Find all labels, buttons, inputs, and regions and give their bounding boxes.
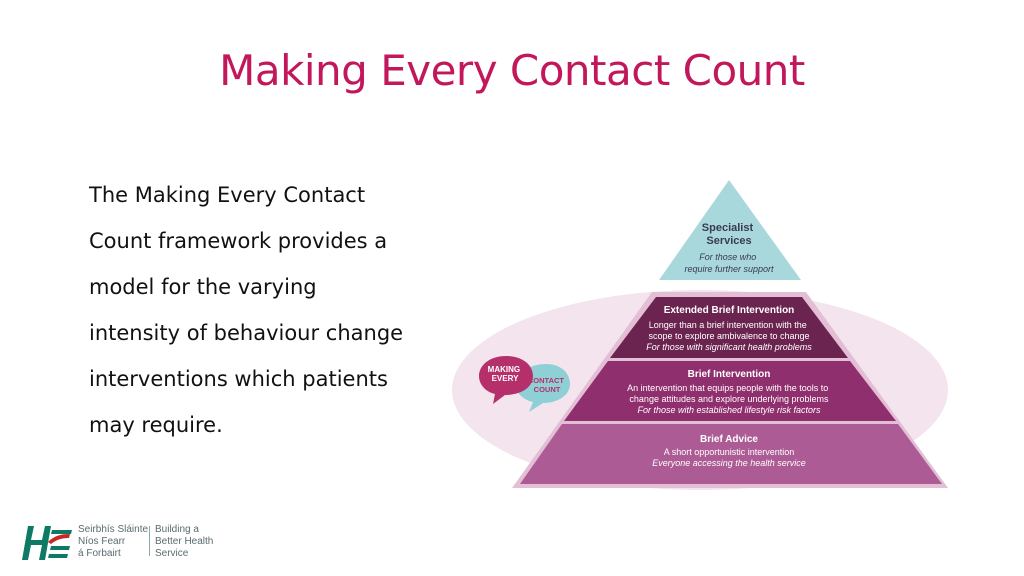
bubble-left-text: EVERY: [492, 374, 519, 383]
brief-intervention-desc: change attitudes and explore underlying …: [629, 394, 829, 404]
svg-text:MAKING EVERY: MAKING EVERY: [488, 365, 523, 383]
tagline-line: Building a: [155, 524, 199, 535]
org-tagline: Building a Better Health Service: [155, 524, 213, 560]
mecc-bubbles-logo: MAKING EVERY CONTACT COUNT: [479, 356, 570, 412]
hse-logo-icon: [22, 526, 72, 560]
pyramid-level-specialist: [659, 180, 801, 280]
brief-intervention-note: For those with established lifestyle ris…: [637, 405, 821, 415]
org-name-irish: Seirbhís Sláinte Níos Fearr á Forbairt: [78, 524, 148, 560]
specialist-desc: For those who: [699, 252, 756, 262]
brief-intervention-title: Brief Intervention: [688, 369, 771, 380]
specialist-title: Services: [706, 235, 751, 247]
svg-text:Specialist Services: Specialist Services: [702, 222, 756, 247]
svg-text:For those who require furt: For those who require further support: [684, 252, 774, 274]
extended-desc: Longer than a brief intervention with th…: [649, 320, 807, 330]
body-line: may require.: [89, 413, 223, 437]
slide-title: Making Every Contact Count: [219, 46, 805, 95]
speech-bubble-left: [479, 356, 533, 404]
org-line: Seirbhís Sláinte: [78, 524, 149, 535]
body-line: intensity of behaviour change: [89, 321, 404, 345]
tagline-line: Service: [155, 548, 189, 559]
pyramid-level-extended: [610, 297, 848, 358]
bubble-left-text: MAKING: [488, 365, 520, 374]
body-line: interventions which patients: [89, 367, 388, 391]
body-line: Count framework provides a: [89, 229, 388, 253]
org-line: Níos Fearr: [78, 536, 126, 547]
pyramid-level-brief-intervention: [564, 361, 896, 421]
org-line: á Forbairt: [78, 548, 121, 559]
extended-title: Extended Brief Intervention: [664, 305, 795, 316]
body-line: The Making Every Contact: [89, 183, 366, 207]
brief-advice-desc: A short opportunistic intervention: [664, 447, 795, 457]
svg-text:Longer than a brief interventi: Longer than a brief intervention with th…: [648, 320, 809, 341]
brief-advice-note: Everyone accessing the health service: [652, 458, 806, 468]
bubble-right-text: COUNT: [534, 385, 561, 394]
brief-intervention-desc: An intervention that equips people with …: [627, 383, 828, 393]
svg-text:CONTACT COUNT: CONTACT COUNT: [528, 376, 566, 394]
body-line: model for the varying: [89, 275, 317, 299]
svg-text:An intervention that equips pe: An intervention that equips people with …: [627, 383, 831, 404]
specialist-title: Specialist: [702, 222, 754, 234]
brief-advice-title: Brief Advice: [700, 434, 758, 445]
tagline-line: Better Health: [155, 536, 214, 547]
specialist-desc: require further support: [684, 264, 774, 274]
body-text: The Making Every Contact Count framework…: [89, 172, 419, 448]
footer-divider: [149, 526, 150, 556]
bubble-right-text: CONTACT: [528, 376, 565, 385]
extended-note: For those with significant health proble…: [646, 342, 812, 352]
pyramid-level-brief-advice: [520, 424, 942, 484]
extended-desc: scope to explore ambivalence to change: [648, 331, 809, 341]
